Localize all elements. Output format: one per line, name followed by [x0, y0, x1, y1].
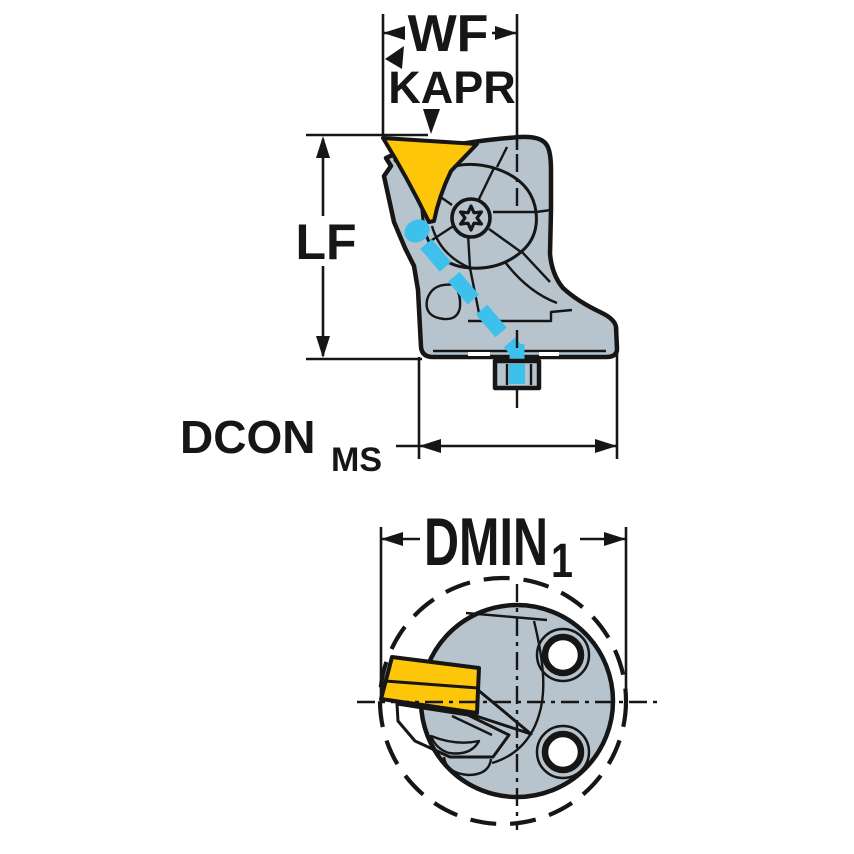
dmin-dashed-circle [377, 575, 629, 827]
dcon-subscript: MS [331, 441, 382, 479]
cutting-insert-side [381, 136, 479, 224]
insert-screw [450, 197, 492, 239]
dcon-label: DCON [180, 411, 315, 463]
side-view-drawing [381, 134, 620, 408]
torx-icon [459, 204, 483, 232]
clamp-detail-tongue [429, 734, 481, 755]
body-step-line [468, 308, 573, 323]
screw-hole-bottom [535, 724, 591, 780]
dcon-arrow-right [595, 439, 617, 453]
lf-label: LF [295, 214, 356, 270]
wf-arrow-right [495, 26, 517, 40]
kapr-label: KAPR [388, 62, 516, 113]
dimension-kapr: KAPR [385, 46, 516, 134]
wf-label: WF [408, 5, 489, 63]
wf-arrow-left [383, 26, 405, 40]
bottom-notch-left [468, 352, 490, 356]
end-view-chord-line [465, 611, 548, 622]
coolant-exit-hole [404, 219, 430, 243]
lf-arrow-up [316, 136, 330, 158]
dcon-arrow-left [419, 439, 441, 453]
boss-coolant-bore [509, 364, 525, 384]
kapr-arrow-to-line [385, 46, 404, 69]
end-view-drawing [357, 575, 663, 830]
clamp-end-view [395, 702, 511, 759]
clamp-detail-cylinder [442, 756, 493, 777]
dmin-subscript: 1 [551, 535, 573, 588]
dimension-dmin: DMIN 1 [379, 504, 628, 702]
dimension-lf: LF [295, 133, 428, 361]
screw-hole-top [535, 627, 591, 683]
kapr-arrow-to-insert [423, 109, 440, 134]
dimension-wf: WF [381, 5, 519, 150]
dmin-arrow-left [381, 532, 403, 546]
insert-chamfer-line [384, 679, 479, 690]
dmin-label: DMIN [424, 504, 548, 580]
clamp-detail-line [451, 714, 493, 737]
dmin-arrow-right [604, 532, 626, 546]
boss-bore-walls [505, 364, 533, 385]
dimension-dcon: DCON MS [180, 327, 619, 479]
bottom-notch-right [539, 352, 559, 356]
end-view-flute-curve [491, 620, 545, 765]
lf-arrow-down [316, 336, 330, 358]
coolant-channel-diagonal [420, 239, 522, 355]
